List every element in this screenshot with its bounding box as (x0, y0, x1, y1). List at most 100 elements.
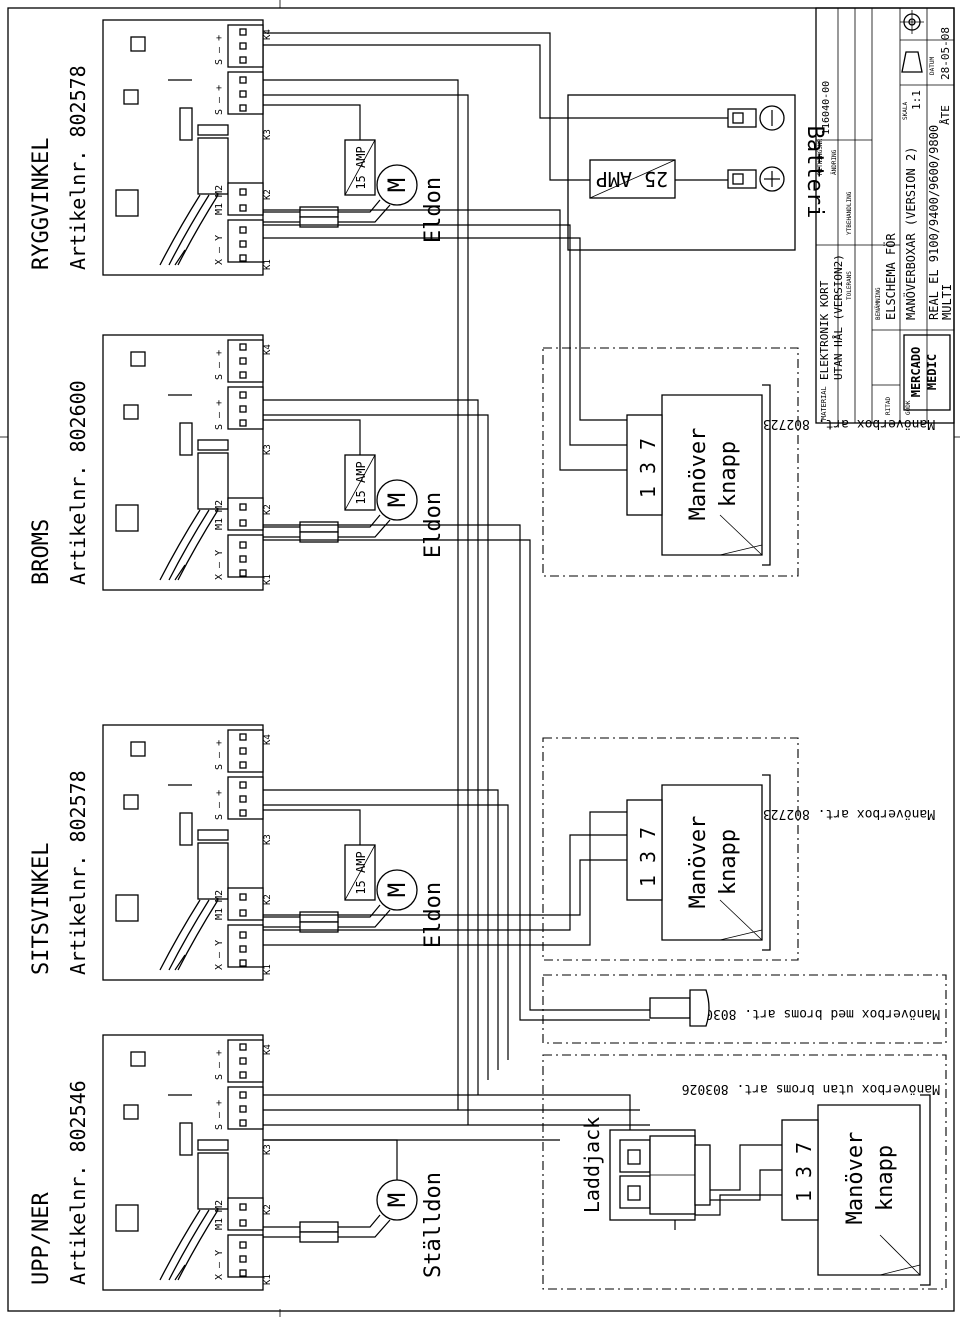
ic-chip-icon (115, 504, 139, 532)
connector-label-k2: K2 (263, 504, 273, 515)
control-box-802723-a: Manöverbox art. 802723 1 3 7 Manöver kna… (542, 737, 935, 961)
ic-chip-icon (115, 189, 139, 217)
mercado-medic-logo: MERCADO MEDIC (903, 334, 951, 411)
motor-icon (376, 164, 418, 206)
board-title: BROMS (29, 519, 54, 585)
connector-label-m: M1 M2 (214, 1200, 225, 1230)
knob-label-2: knapp (716, 441, 741, 507)
control-box-frame (542, 974, 947, 1044)
relay-icon (130, 351, 146, 367)
scale-value: 1:1 (910, 90, 923, 110)
title-block: MATERIAL ELEKTRONIK KORT UTAN HÅL (VERSI… (815, 7, 955, 424)
connector-label-s2: S – + (214, 400, 225, 430)
connector-label-k1: K1 (263, 1274, 273, 1285)
connector-label-k2: K2 (263, 894, 273, 905)
wiring (263, 32, 782, 1230)
control-box-label: Manöverbox med broms art. 803027 (690, 1006, 940, 1021)
material-value-2: UTAN HÅL (VERSION2) (832, 254, 845, 380)
motor-symbol: M (383, 883, 411, 897)
drawing-name-1: ELSCHEMA FÖR (882, 233, 898, 320)
control-box-label: Manöverbox utan broms art. 803026 (682, 1081, 940, 1096)
capacitor-icon (197, 452, 229, 510)
battery-frame (567, 94, 796, 251)
connector-label-m: M1 M2 (214, 890, 225, 920)
knob-label-1: Manöver (843, 1132, 868, 1225)
control-box-802723-b: Manöverbox art. 802723 1 3 7 Manöver kna… (542, 347, 935, 577)
board-title: RYGGVINKEL (29, 138, 54, 270)
motor-symbol: M (383, 1193, 411, 1207)
signature-value: ÅTE (939, 105, 952, 125)
connector-label-k4: K4 (263, 344, 273, 355)
knob-cap (920, 1094, 931, 1286)
connector-label-xy: X – Y (214, 940, 225, 970)
brake-button-base (649, 997, 691, 1019)
connector-label-k4: K4 (263, 734, 273, 745)
control-box-frame (542, 737, 799, 961)
motor-symbol: M (383, 493, 411, 507)
capacitor-icon (197, 842, 229, 900)
tolerance-heading: TOLERANS (846, 271, 853, 300)
motor-icon (376, 479, 418, 521)
board-outline (102, 19, 264, 276)
connector-label-k1: K1 (263, 574, 273, 585)
fuse-label: 15 AMP (354, 146, 368, 189)
battery-fuse-label: 25 AMP (596, 167, 668, 191)
connector-label-m: M1 M2 (214, 500, 225, 530)
connector-label-s2: S – + (214, 790, 225, 820)
connector-label-k1: K1 (263, 259, 273, 270)
control-box-frame (542, 1054, 947, 1290)
connector-label-k4: K4 (263, 1044, 273, 1055)
knob-label-2: knapp (873, 1145, 898, 1211)
svg-text:MERCADO: MERCADO (909, 347, 923, 398)
drawing-number-heading: RITNINGSNR (817, 138, 824, 175)
knob-body (661, 394, 763, 556)
ic-chip-icon (115, 1204, 139, 1232)
svg-text:MEDIC: MEDIC (925, 354, 939, 390)
connector-label-k2: K2 (263, 1204, 273, 1215)
drawn-heading: RITAD (885, 397, 892, 415)
board-outline (102, 1034, 264, 1291)
relay-icon (130, 36, 146, 52)
board-article: Artikelnr. 802600 (66, 380, 90, 585)
brake-button (689, 989, 710, 1027)
connector-label-k2: K2 (263, 189, 273, 200)
control-box-label: Manöverbox art. 802723 (763, 806, 935, 821)
pin-block (626, 799, 663, 901)
projection-symbol-icon (900, 10, 924, 73)
fuse-label: 15 AMP (354, 851, 368, 894)
date-heading: DATUM (929, 57, 936, 75)
knob-body (817, 1104, 921, 1276)
capacitor-icon (197, 1152, 229, 1210)
connector-label-xy: X – Y (214, 550, 225, 580)
board-outline (102, 334, 264, 591)
capacitor-icon (197, 137, 229, 195)
drawing-name-3: REAL EL 9100/9400/9600/9800 (927, 125, 941, 320)
connector-label-s2: S – + (214, 1100, 225, 1130)
pin-block (626, 414, 663, 516)
connector-label-k3: K3 (263, 834, 273, 845)
board-article: Artikelnr. 802546 (66, 1080, 90, 1285)
connector-label-s1: S – + (214, 740, 225, 770)
battery-label: Batteri (802, 126, 827, 219)
material-heading: MATERIAL (820, 386, 828, 420)
control-box-frame (542, 347, 799, 577)
plus-terminal-icon (759, 166, 785, 192)
charging-jack: Laddjack (580, 1117, 711, 1221)
board-article: Artikelnr. 802578 (66, 770, 90, 975)
pin-numbers: 1 3 7 (636, 827, 660, 887)
relay-icon (130, 741, 146, 757)
connector-label-s1: S – + (214, 1050, 225, 1080)
charging-jack-label: Laddjack (580, 1117, 604, 1213)
pin-block (781, 1119, 819, 1221)
knob-cap (762, 774, 771, 951)
board-outline (102, 724, 264, 981)
connector-label-xy: X – Y (214, 1250, 225, 1280)
connector-label-k1: K1 (263, 964, 273, 975)
